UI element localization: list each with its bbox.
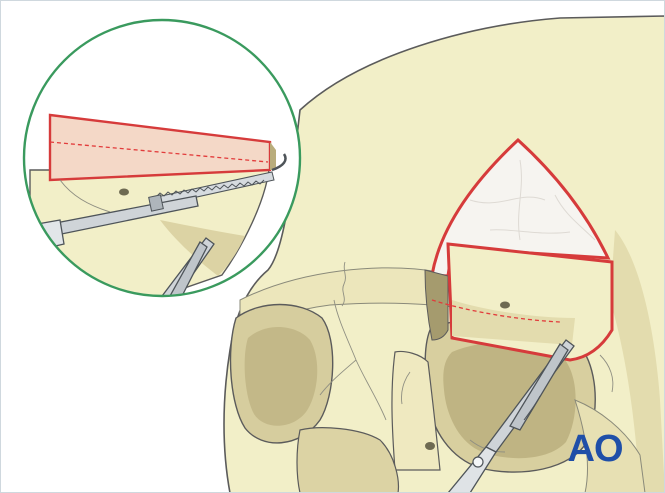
nasal-aperture xyxy=(296,427,400,493)
bar-cut-edge xyxy=(424,269,449,341)
frontal-window xyxy=(430,137,611,278)
saw-serration xyxy=(155,179,265,198)
inset-cut-line xyxy=(49,141,269,163)
infraorbital-foramen xyxy=(425,442,435,450)
nasal-bone xyxy=(391,350,441,471)
temporal-shadow xyxy=(610,230,665,493)
saw-collar xyxy=(148,194,164,212)
inset-flap-edge xyxy=(270,142,276,170)
dura-vessels xyxy=(469,159,596,241)
supraorbital-bar xyxy=(424,242,614,362)
supraorbital-notch xyxy=(500,301,510,309)
inset-magnification xyxy=(22,18,302,298)
inset-contour xyxy=(59,179,111,213)
bar-top-face xyxy=(446,242,614,362)
bar-orbital-roof xyxy=(452,300,575,345)
left-orbit-depth xyxy=(244,326,318,426)
craniotomy-window xyxy=(430,137,611,278)
forceps-icon xyxy=(447,339,575,493)
inset-border xyxy=(22,18,302,298)
sutures xyxy=(319,261,614,453)
inset-foramen xyxy=(119,188,129,196)
saw-tip-hook xyxy=(271,153,287,172)
ao-logo: AO xyxy=(567,428,624,470)
zygoma xyxy=(574,399,646,493)
orbital-cut-line xyxy=(431,299,561,323)
inset-forceps-icon xyxy=(155,237,215,296)
